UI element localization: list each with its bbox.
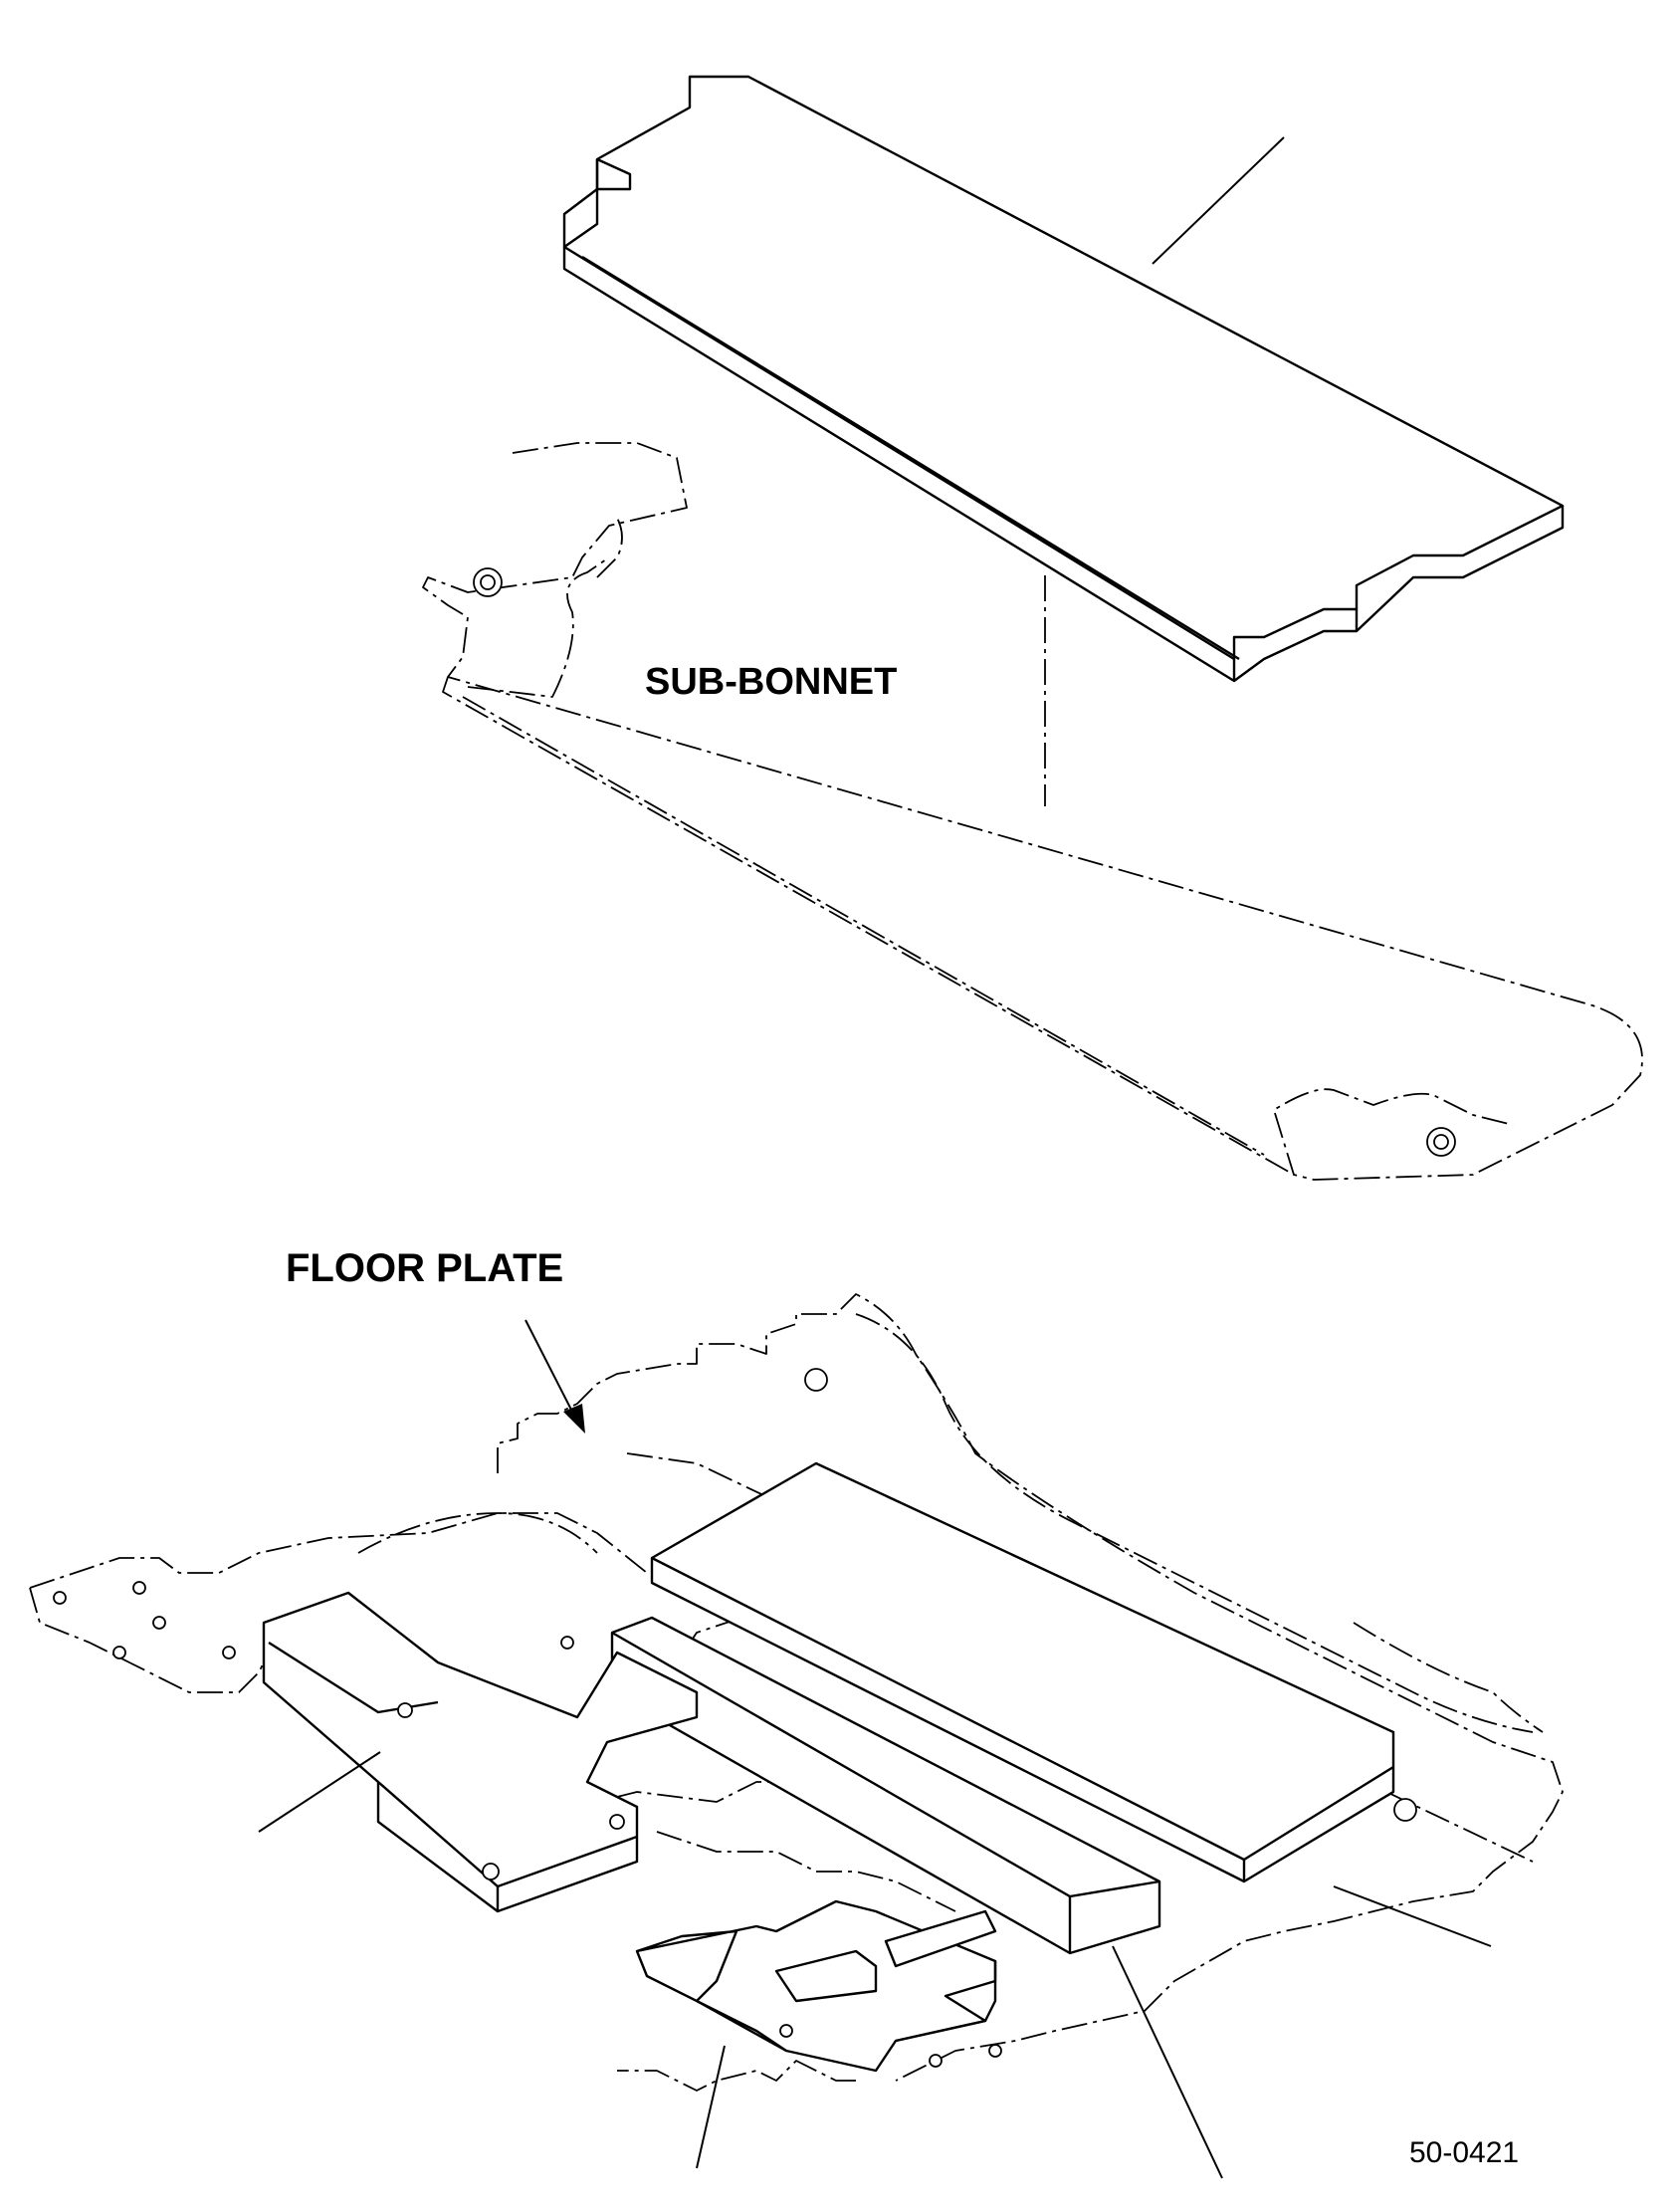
left-block-leader-line [258,1751,381,1833]
floor-plate-label: FLOOR PLATE [286,1246,564,1290]
floor-front-bracket-pad [635,1899,997,2073]
front-bracket-leader-line [696,2045,726,2169]
top-panel-leader-line [1152,136,1285,265]
large-pad-leader-line [1333,1885,1492,1947]
floor-left-block-pad [262,1591,699,1913]
drawing-number-label: 50-0421 [1409,2136,1520,2169]
top-insulation-panel [562,75,1565,683]
long-strip-leader-line [1112,1945,1223,2179]
floor-plate-arrow [525,1319,585,1434]
sub-bonnet-outline [422,442,1643,1181]
floor-large-pad [650,1461,1395,1883]
sub-bonnet-label: SUB-BONNET [645,661,898,703]
